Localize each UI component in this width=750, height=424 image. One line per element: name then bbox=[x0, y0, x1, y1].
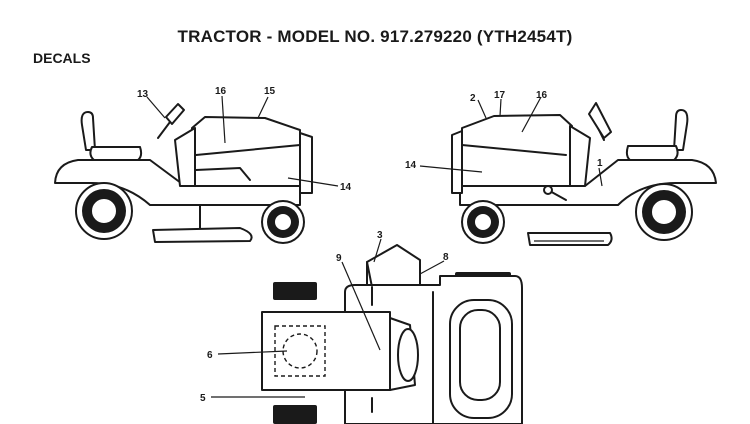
callout-14-right: 14 bbox=[405, 160, 417, 171]
tractor-right-side-view bbox=[419, 96, 717, 246]
callout-16-right: 16 bbox=[536, 90, 548, 101]
tractor-left-side-view bbox=[54, 95, 339, 244]
callout-13: 13 bbox=[137, 89, 149, 100]
callout-14: 14 bbox=[340, 182, 352, 193]
callout-9: 9 bbox=[336, 253, 342, 264]
callout-8: 8 bbox=[443, 252, 449, 263]
callout-15: 15 bbox=[264, 86, 276, 97]
callout-5: 5 bbox=[200, 393, 206, 404]
callout-16: 16 bbox=[215, 86, 227, 97]
tractor-top-view bbox=[211, 238, 523, 424]
callout-1: 1 bbox=[597, 158, 603, 169]
callout-2: 2 bbox=[470, 93, 476, 104]
page-title: TRACTOR - MODEL NO. 917.279220 (YTH2454T… bbox=[177, 27, 573, 46]
callout-17: 17 bbox=[494, 90, 506, 101]
section-label: DECALS bbox=[33, 50, 91, 66]
callout-6: 6 bbox=[207, 350, 213, 361]
callout-3: 3 bbox=[377, 230, 383, 241]
